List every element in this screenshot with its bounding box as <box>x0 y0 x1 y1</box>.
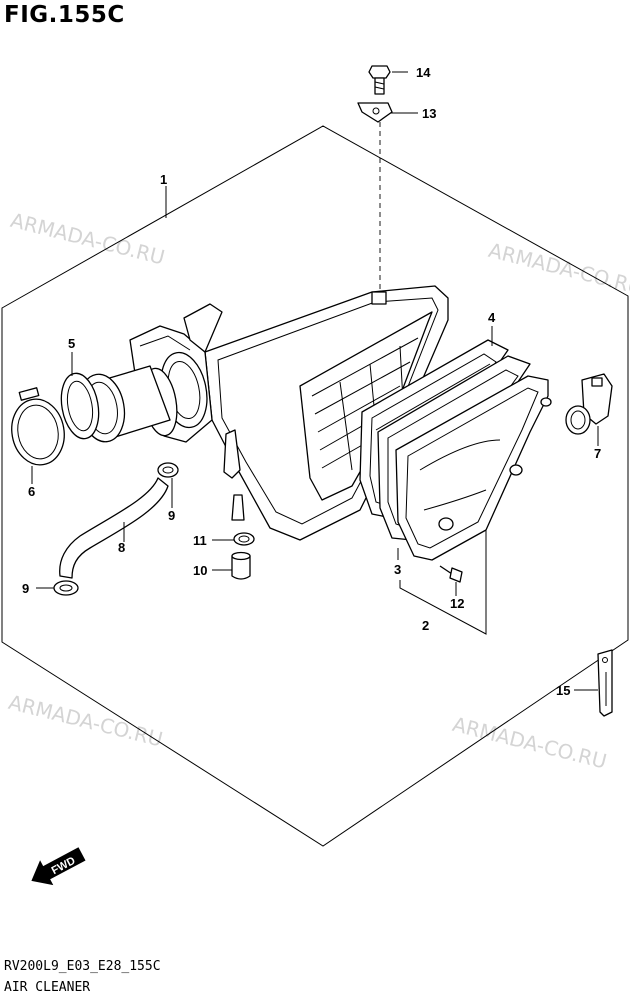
part-drain-plug <box>565 373 613 435</box>
part-air-cleaner-cover <box>395 375 552 561</box>
callout-9: 9 <box>22 581 29 596</box>
fwd-label: FWD <box>50 855 78 877</box>
part-clip <box>157 462 179 478</box>
figure-code: RV200L9_E03_E28_155C <box>4 959 161 974</box>
figure-title: FIG.155C <box>4 2 125 28</box>
part-strap <box>597 649 613 717</box>
callout-6: 6 <box>28 484 35 499</box>
part-screw <box>439 565 463 583</box>
callout-5: 5 <box>68 336 75 351</box>
part-small-clamp <box>233 532 255 546</box>
callout-8: 8 <box>118 540 125 555</box>
callout-15: 15 <box>556 683 570 698</box>
figure-caption: AIR CLEANER <box>4 980 91 995</box>
part-hose-clamp <box>11 387 65 466</box>
part-hose <box>59 477 169 579</box>
part-bolt <box>368 65 391 95</box>
part-clip-nut <box>357 102 393 123</box>
fwd-arrow-icon: FWD <box>31 847 86 886</box>
part-intake-duct <box>60 365 178 443</box>
callout-3: 3 <box>394 562 401 577</box>
callout-13: 13 <box>422 106 436 121</box>
callout-1: 1 <box>160 172 167 187</box>
callout-10: 10 <box>193 563 207 578</box>
part-cap <box>231 551 251 580</box>
callout-7: 7 <box>594 446 601 461</box>
callout-14: 14 <box>416 65 431 80</box>
part-clip <box>53 580 79 596</box>
callout-4: 4 <box>488 310 496 325</box>
part-air-cleaner-case <box>129 285 449 541</box>
assembly-frame <box>1 125 629 847</box>
callout-9: 9 <box>168 508 175 523</box>
callout-2: 2 <box>422 618 429 633</box>
callout-11: 11 <box>193 533 207 548</box>
callout-12: 12 <box>450 596 464 611</box>
